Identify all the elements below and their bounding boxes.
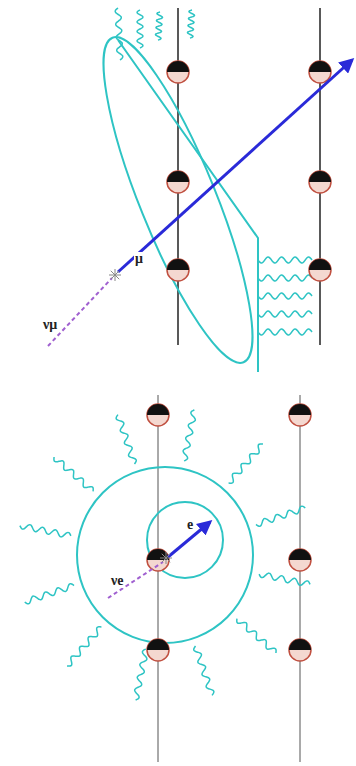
detector-string bbox=[300, 395, 301, 762]
photomultiplier bbox=[147, 639, 169, 661]
neutrino-track bbox=[108, 562, 163, 598]
cherenkov-photon bbox=[258, 329, 312, 335]
photomultiplier bbox=[289, 639, 311, 661]
photomultiplier bbox=[309, 61, 331, 83]
photomultiplier bbox=[167, 171, 189, 193]
cherenkov-photon bbox=[237, 619, 276, 653]
photomultiplier bbox=[147, 549, 169, 571]
interaction-vertex bbox=[160, 552, 172, 564]
particle-label: νe bbox=[110, 574, 124, 588]
cherenkov-photon bbox=[54, 457, 93, 491]
cherenkov-photon bbox=[67, 627, 101, 666]
particle-label: e bbox=[186, 518, 194, 532]
cherenkov-photon bbox=[116, 415, 136, 464]
detector-string bbox=[158, 395, 159, 762]
cherenkov-photon bbox=[135, 649, 147, 700]
cherenkov-photon bbox=[258, 275, 312, 281]
cherenkov-photon bbox=[258, 257, 312, 263]
photomultiplier bbox=[309, 259, 331, 281]
light-shell bbox=[147, 502, 223, 578]
cherenkov-photon bbox=[256, 506, 305, 526]
cherenkov-cone bbox=[118, 40, 258, 372]
cherenkov-cone bbox=[77, 24, 279, 377]
cherenkov-photon bbox=[187, 10, 194, 38]
cherenkov-photon bbox=[229, 444, 263, 483]
cherenkov-photon bbox=[259, 573, 310, 585]
photomultiplier bbox=[289, 549, 311, 571]
cherenkov-photon bbox=[194, 646, 214, 695]
interaction-vertex bbox=[109, 269, 121, 281]
particle-label: νμ bbox=[42, 318, 58, 332]
cherenkov-photon bbox=[183, 410, 195, 461]
photomultiplier bbox=[289, 404, 311, 426]
photomultiplier bbox=[167, 61, 189, 83]
photomultiplier bbox=[147, 404, 169, 426]
cherenkov-photon bbox=[137, 10, 143, 48]
cherenkov-photon bbox=[258, 293, 312, 299]
cherenkov-photon bbox=[20, 525, 71, 537]
cherenkov-photon bbox=[155, 12, 162, 40]
particle-label: μ bbox=[134, 252, 144, 266]
muon-track bbox=[118, 60, 352, 272]
cherenkov-photon bbox=[25, 584, 74, 604]
photomultiplier bbox=[167, 259, 189, 281]
light-shell bbox=[77, 467, 253, 643]
photomultiplier bbox=[309, 171, 331, 193]
cherenkov-photon bbox=[115, 8, 123, 60]
neutrino-track bbox=[48, 278, 112, 346]
cherenkov-photon bbox=[258, 311, 312, 317]
